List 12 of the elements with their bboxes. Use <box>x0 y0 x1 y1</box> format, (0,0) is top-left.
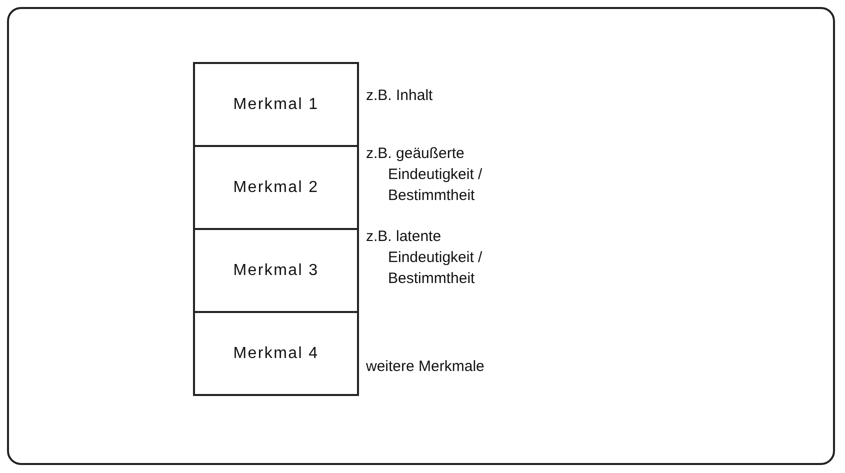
feature-box <box>193 62 359 147</box>
example-note: z.B. latente Eindeutigkeit / Bestimmtheit <box>366 227 484 289</box>
feature-label: Merkmal 2 <box>233 178 319 196</box>
feature-label: Merkmal 4 <box>233 344 319 362</box>
feature-box <box>193 228 359 313</box>
example-note: weitere Merkmale <box>366 357 486 377</box>
example-note: z.B. geäußerte Eindeutigkeit / Bestimmtheit <box>366 144 484 206</box>
feature-box <box>193 311 359 396</box>
example-note: z.B. Inhalt <box>366 86 434 106</box>
feature-label: Merkmal 1 <box>233 96 319 114</box>
feature-label: Merkmal 3 <box>233 262 319 280</box>
feature-box <box>193 145 359 230</box>
